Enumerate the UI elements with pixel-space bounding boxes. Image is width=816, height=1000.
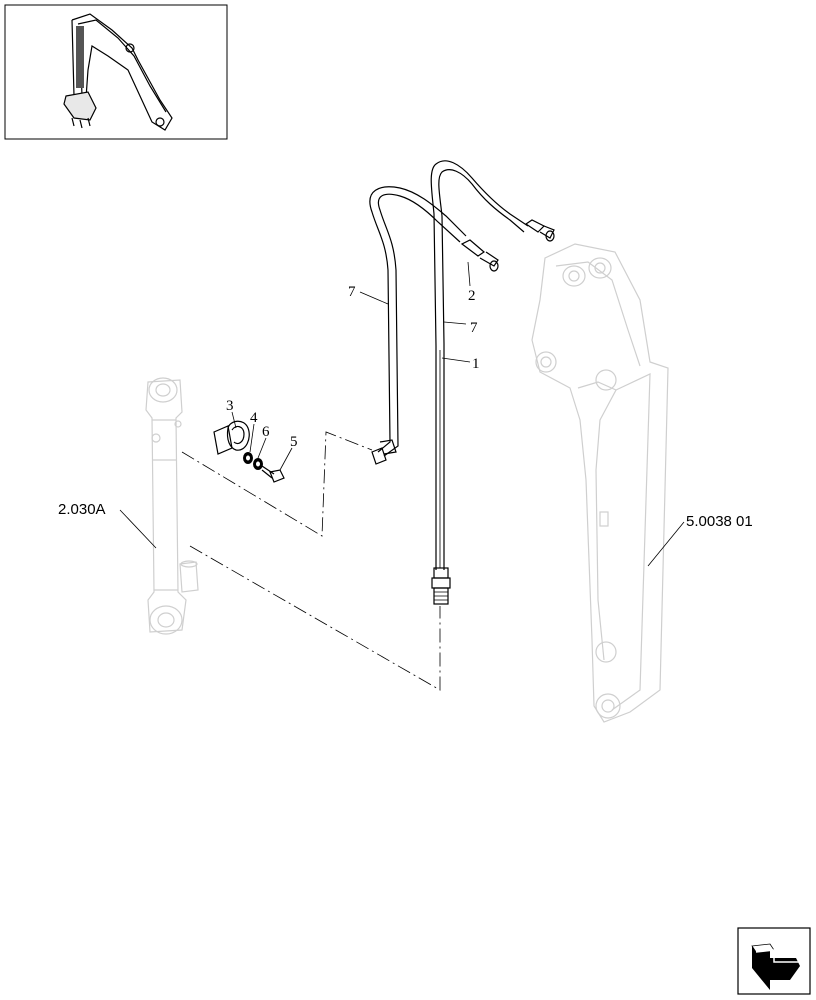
- callout-cylinder-ref[interactable]: 2.030A: [58, 501, 106, 518]
- washer-b: [253, 458, 263, 470]
- next-page-arrow-icon[interactable]: [737, 927, 811, 995]
- callout-bolt: 5: [290, 434, 298, 450]
- callout-clamp: 3: [226, 398, 234, 414]
- leader-dashdot-lines: [181, 431, 441, 691]
- callout-pipe: 1: [472, 356, 480, 372]
- callout-hose-left: 7: [348, 284, 356, 300]
- callout-leaders: [119, 261, 685, 567]
- washer-a: [243, 452, 253, 464]
- arm-ghost-part: [531, 243, 669, 723]
- clamp-assembly: [213, 420, 250, 455]
- pipe-straight: [431, 344, 451, 605]
- hose-right: [430, 160, 555, 347]
- bolt: [261, 465, 285, 483]
- cylinder-ghost-part: [145, 377, 199, 635]
- callout-fitting-top: 2: [468, 288, 476, 304]
- thumbnail-excavator-arm[interactable]: [4, 4, 228, 140]
- callout-washer-b: 6: [262, 424, 270, 440]
- callout-washer-a: 4: [250, 410, 258, 426]
- callout-hose-right: 7: [470, 320, 478, 336]
- callout-arm-ref[interactable]: 5.0038 01: [686, 513, 753, 530]
- hose-left: [369, 186, 499, 465]
